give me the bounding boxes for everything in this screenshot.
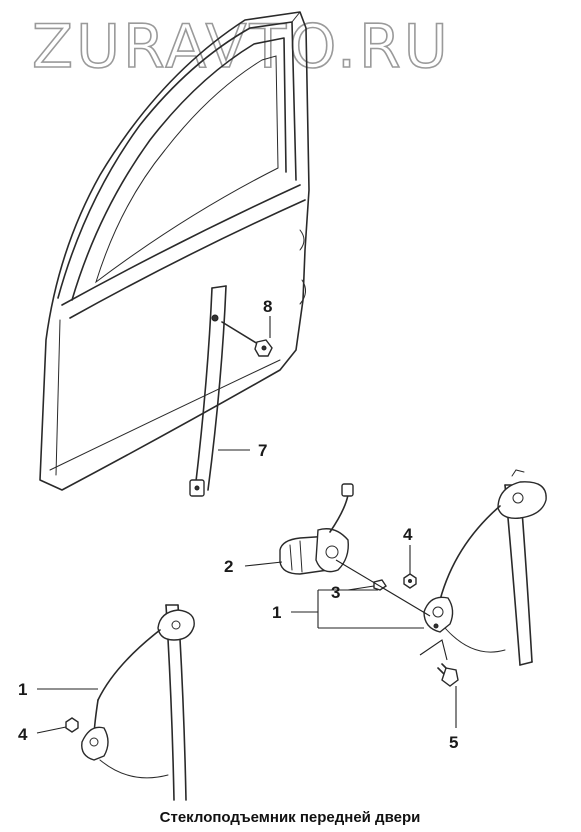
motor-to-drum-line bbox=[335, 559, 431, 617]
glass-run-channel bbox=[189, 285, 227, 497]
callout-3: 3 bbox=[331, 583, 340, 602]
leader-3 bbox=[347, 585, 375, 591]
window-regulator-assembly bbox=[423, 469, 547, 666]
window-regulator-small bbox=[81, 604, 195, 801]
bolt-5-guide-line bbox=[419, 639, 448, 661]
regulator-motor bbox=[279, 483, 354, 575]
front-door-illustration bbox=[39, 11, 310, 491]
leader-4-left bbox=[36, 726, 67, 734]
bolt-8 bbox=[221, 321, 273, 357]
callout-8: 8 bbox=[263, 297, 272, 316]
callout-7: 7 bbox=[258, 441, 267, 460]
callout-5: 5 bbox=[449, 733, 458, 752]
callout-4-top: 4 bbox=[403, 525, 413, 544]
callout-2: 2 bbox=[224, 557, 233, 576]
nut-4-small bbox=[65, 717, 79, 733]
callout-4-left: 4 bbox=[18, 725, 28, 744]
leader-1-right bbox=[291, 589, 424, 629]
bolt-5 bbox=[437, 663, 459, 687]
figure-caption: Стеклоподъемник передней двери bbox=[160, 809, 421, 826]
callout-1-left: 1 bbox=[18, 680, 27, 699]
callout-1-right: 1 bbox=[272, 603, 281, 622]
leader-2 bbox=[244, 561, 283, 567]
nut-4 bbox=[403, 573, 417, 589]
